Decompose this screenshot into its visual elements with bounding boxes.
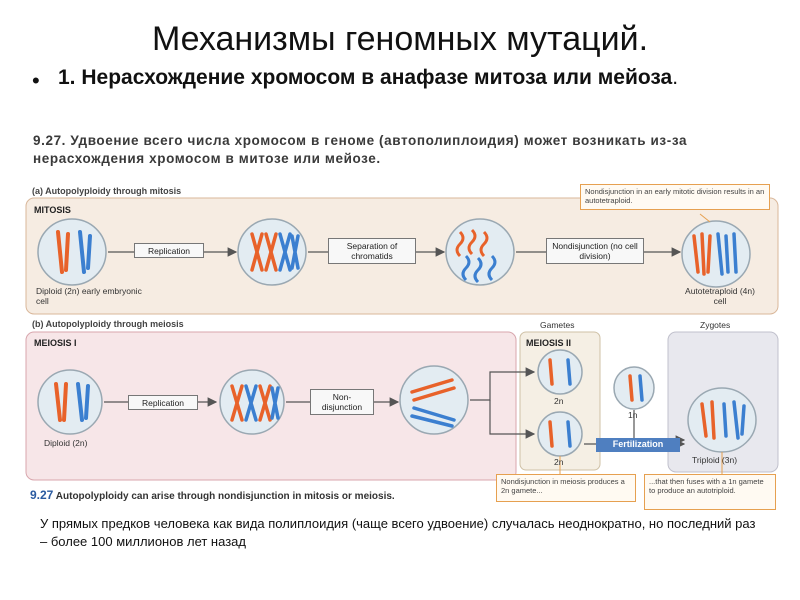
label-2n-top: 2n (554, 396, 564, 406)
footer-text: У прямых предков человека как вида полип… (40, 516, 756, 549)
zygotes-label: Zygotes (700, 320, 731, 330)
caption-text: Autopolyploidy can arise through nondisj… (55, 491, 395, 502)
label-triploid: Triploid (3n) (692, 455, 738, 465)
bullet-dot: • (32, 68, 40, 93)
cell-a3 (445, 218, 515, 286)
fertilization-box (596, 438, 680, 452)
caption-number: 9.27 (30, 488, 54, 502)
bullet-main: 1. Нерасхождение хромосом в анафазе мито… (58, 66, 673, 89)
panel-b-title: (b) Autopolyploidy through meiosis (32, 319, 184, 329)
panel-a-callout: Nondisjunction in an early mitotic divis… (580, 184, 770, 210)
figure-caption: 9.27 Autopolyploidy can arise through no… (30, 489, 470, 503)
cell-b6 (687, 387, 757, 453)
cell-a2 (237, 218, 307, 286)
label-1n: 1n (628, 410, 638, 420)
panel-b-section2: MEIOSIS II (526, 338, 572, 348)
slide-title: Механизмы геномных мутаций. (151, 20, 649, 58)
label-diploid-embryonic: Diploid (2n) early embryonic cell (36, 286, 142, 306)
arrow-b3 (470, 367, 536, 401)
bullet-text: 1. Нерасхождение хромосом в анафазе мито… (58, 66, 778, 90)
figure-heading: 9.27. Удвоение всего числа хромосом в ге… (33, 133, 688, 166)
fertilization-label: Fertilization (612, 439, 664, 449)
step-separation: Separation of chromatids (328, 238, 416, 264)
cell-b3 (399, 365, 469, 435)
cell-b2 (219, 369, 285, 435)
step-replication-a: Replication (134, 243, 204, 258)
panel-a-title: (a) Autopolyploidy through mitosis (32, 186, 182, 196)
label-diploid: Diploid (2n) (44, 438, 88, 448)
panel-a-section: MITOSIS (34, 205, 71, 215)
gametes-label: Gametes (540, 320, 575, 330)
label-2n-bottom: 2n (554, 457, 564, 467)
cell-a1 (37, 218, 107, 286)
label-autotetraploid: Autotetraploid (4n) cell (685, 286, 755, 306)
arrow-b4 (489, 400, 536, 439)
step-nondisjunction-a: Nondisjunction (no cell division) (546, 238, 644, 264)
panel-b-callout-right: ...that then fuses with a 1n gamete to p… (644, 474, 776, 510)
cell-b5 (613, 366, 655, 410)
step-replication-b: Replication (128, 395, 198, 410)
cell-b1 (37, 369, 103, 435)
step-nondisjunction-b: Non-disjunction (310, 389, 374, 415)
panel-b-callout-left: Nondisjunction in meiosis produces a 2n … (496, 474, 636, 502)
panel-b-section: MEIOSIS I (34, 338, 77, 348)
cell-b4-bottom (537, 411, 583, 457)
cell-b4-top (537, 349, 583, 395)
cell-a4 (681, 220, 751, 288)
bullet-end: . (672, 66, 679, 89)
